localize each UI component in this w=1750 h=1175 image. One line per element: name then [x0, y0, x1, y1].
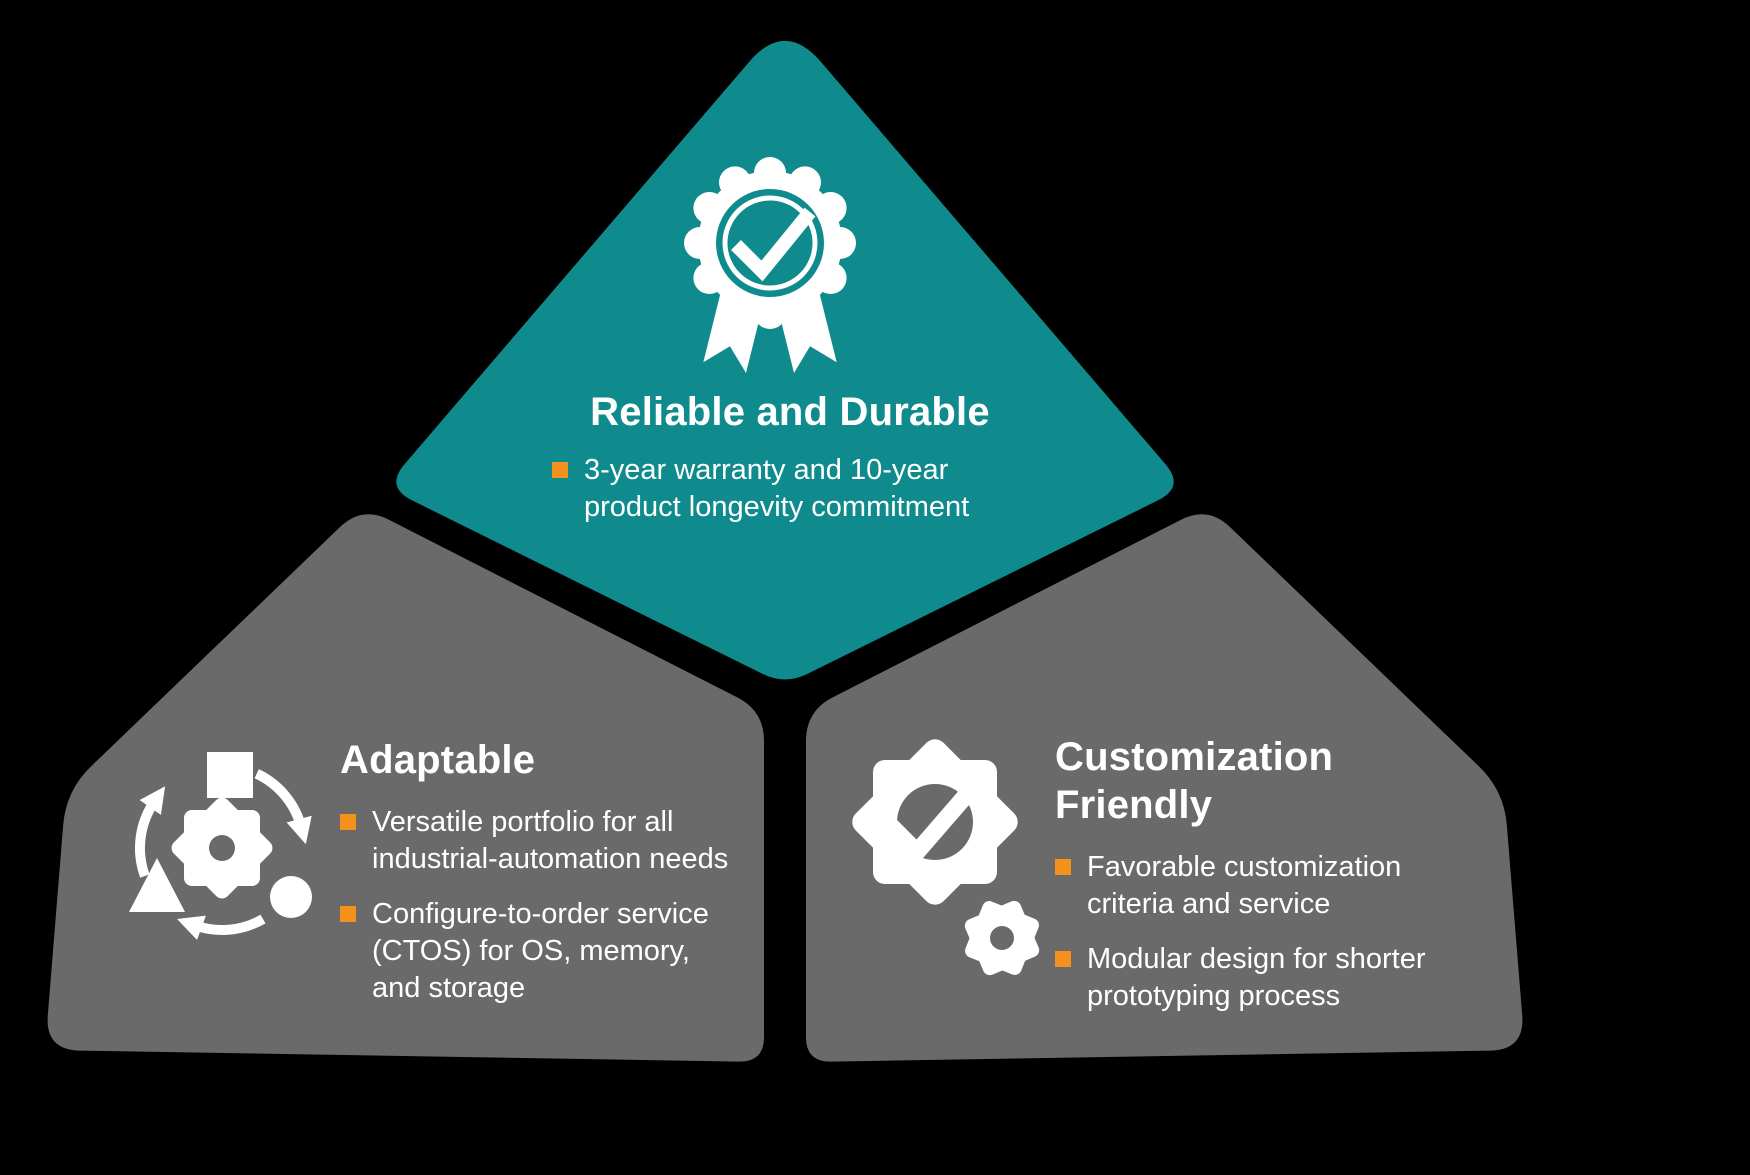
section-bullets: Favorable customization criteria and ser… — [1055, 849, 1485, 1015]
section-customization-friendly: Customization Friendly Favorable customi… — [1055, 733, 1485, 1033]
left-section-shape — [47, 514, 764, 1062]
section-title: Reliable and Durable — [590, 390, 990, 434]
section-bullets: 3-year warranty and 10-year product long… — [552, 452, 1130, 526]
check-mark-icon — [731, 207, 816, 282]
cycle-arrows-icon — [134, 769, 312, 941]
bullet-square-icon — [1055, 951, 1071, 967]
cycle-arrow-right — [254, 769, 312, 845]
cycle-arrow-left — [134, 786, 166, 878]
bullet-text: Versatile portfolio for all industrial-a… — [372, 806, 729, 875]
cycle-arrow-bottom — [177, 914, 266, 941]
rosette-ring — [722, 195, 818, 291]
bullet-item: Configure-to-order service (CTOS) for OS… — [340, 896, 780, 1007]
bullet-item: Favorable customization criteria and ser… — [1055, 849, 1485, 923]
section-adaptable: Adaptable Versatile portfolio for all in… — [340, 736, 780, 1025]
top-section-shape — [396, 40, 1174, 680]
bullet-square-icon — [552, 462, 568, 478]
check-mark-icon — [876, 764, 995, 865]
adaptability-cycle-icon — [129, 752, 312, 941]
bullet-square-icon — [340, 814, 356, 830]
large-gear-icon — [852, 739, 1018, 905]
bullet-item: Versatile portfolio for all industrial-a… — [340, 804, 780, 878]
small-gear-icon — [964, 900, 1040, 976]
gear-hole — [209, 835, 235, 861]
rosette-inner-disc — [716, 189, 824, 297]
gear-icon — [171, 797, 273, 899]
square-shape-icon — [207, 752, 253, 798]
triangle-shape-icon — [129, 858, 185, 912]
circle-shape-icon — [270, 876, 312, 918]
bullet-square-icon — [340, 906, 356, 922]
bullet-text: 3-year warranty and 10-year product long… — [584, 454, 970, 523]
gear-hole — [990, 926, 1014, 950]
customization-gears-check-icon — [852, 739, 1040, 976]
bullet-square-icon — [1055, 859, 1071, 875]
section-reliable-and-durable: Reliable and Durable 3-year warranty and… — [450, 388, 1130, 544]
bullet-text: Favorable customization criteria and ser… — [1087, 851, 1402, 920]
bullet-text: Configure-to-order service (CTOS) for OS… — [372, 898, 709, 1004]
bullet-text: Modular design for shorter prototyping p… — [1087, 943, 1426, 1012]
section-title: Customization Friendly — [1055, 735, 1334, 827]
rosette-icon — [684, 157, 856, 329]
bullet-item: Modular design for shorter prototyping p… — [1055, 941, 1485, 1015]
bullet-item: 3-year warranty and 10-year product long… — [552, 452, 1130, 526]
section-bullets: Versatile portfolio for all industrial-a… — [340, 804, 780, 1007]
section-title: Adaptable — [340, 738, 536, 782]
award-ribbon-check-icon — [684, 157, 856, 373]
